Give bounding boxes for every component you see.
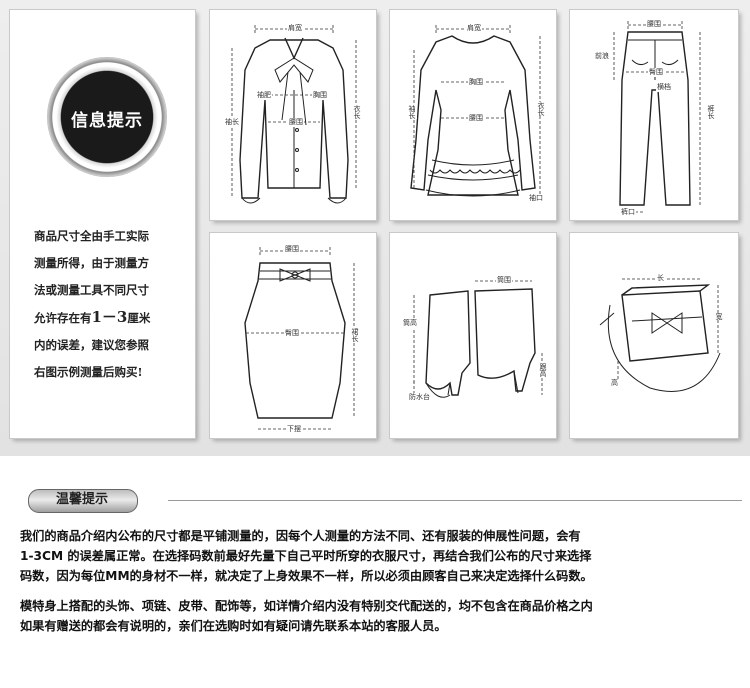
label-waist: 腰围 — [646, 20, 662, 29]
label-circumference: 筒围 — [496, 276, 512, 285]
notice-text: 我们的商品介绍内公布的尺寸都是平铺测量的，因每个人测量的方法不同、还有服装的伸展… — [20, 526, 742, 646]
label-shoulder: 肩宽 — [466, 24, 482, 33]
size-guide-section: 信息提示 商品尺寸全由手工实际 测量所得，由于测量方 法或测量工具不同尺寸 允许… — [0, 0, 750, 456]
label-waist: 腰围 — [288, 118, 304, 127]
notice-line: 码数，因为每位MM的身材不一样，就决定了上身效果不一样，所以必须由顾客自己来决定… — [20, 569, 593, 583]
label-length: 裙长 — [349, 328, 360, 342]
info-panel: 信息提示 商品尺寸全由手工实际 测量所得，由于测量方 法或测量工具不同尺寸 允许… — [10, 10, 195, 438]
boots-illustration — [413, 280, 543, 398]
tip-badge — [28, 489, 138, 513]
info-badge-title: 信息提示 — [71, 111, 143, 131]
label-hem: 下摆 — [286, 425, 302, 434]
notice-paragraph: 我们的商品介绍内公布的尺寸都是平铺测量的，因每个人测量的方法不同、还有服装的伸展… — [20, 526, 742, 586]
info-line: 法或测量工具不同尺寸 — [34, 283, 149, 297]
label-length: 裤长 — [705, 105, 716, 119]
notice-paragraph: 模特身上搭配的头饰、项链、皮带、配饰等，如详情介绍内没有特别交代配送的，均不包含… — [20, 596, 742, 636]
blouse-diagram: 肩宽 袖长 袖肥 胸围 腰围 衣长 — [210, 10, 376, 220]
label-waist: 腰围 — [468, 114, 484, 123]
info-line-post: 厘米 — [127, 311, 151, 325]
label-length: 衣长 — [351, 105, 362, 119]
info-line: 内的误差，建议您参照 — [34, 338, 149, 352]
label-sleeve: 袖长 — [406, 105, 417, 119]
label-chest: 胸围 — [468, 78, 484, 87]
label-length: 长 — [656, 274, 665, 283]
label-hip: 臀围 — [648, 68, 664, 77]
label-shaft: 筒高 — [402, 319, 418, 328]
label-chest: 胸围 — [312, 91, 328, 100]
info-line: 右图示例测量后购买! — [34, 365, 143, 379]
label-cuff: 袖口 — [528, 194, 544, 203]
label-platform: 防水台 — [408, 393, 431, 402]
info-line: 允许存在有1－3厘米 — [34, 304, 190, 332]
label-thigh: 横档 — [656, 83, 672, 92]
label-width: 宽 — [713, 313, 724, 320]
info-badge — [47, 57, 167, 177]
tip-title: 温馨提示 — [55, 492, 108, 507]
label-height: 高 — [610, 379, 619, 388]
notice-line: 我们的商品介绍内公布的尺寸都是平铺测量的，因每个人测量的方法不同、还有服装的伸展… — [20, 529, 581, 543]
label-hip: 臀围 — [284, 329, 300, 338]
info-line-pre: 允许存在有 — [34, 311, 92, 325]
notice-line: 模特身上搭配的头饰、项链、皮带、配饰等，如详情介绍内没有特别交代配送的，均不包含… — [20, 599, 593, 613]
tolerance-range: 1－3 — [91, 308, 128, 326]
info-line: 测量所得，由于测量方 — [34, 256, 149, 270]
label-shoulder: 肩宽 — [287, 24, 303, 33]
bag-diagram: 长 宽 高 — [570, 233, 738, 438]
info-line: 商品尺寸全由手工实际 — [34, 229, 149, 243]
notice-line: 1-3CM 的误差属正常。在选择码数前最好先量下自己平时所穿的衣服尺寸，再结合我… — [20, 549, 592, 563]
section-divider — [168, 500, 742, 501]
label-heel: 跟高 — [537, 363, 548, 377]
label-hem: 裤口 — [620, 208, 636, 217]
skirt-diagram: 腰围 臀围 裙长 下摆 — [210, 233, 376, 438]
pants-diagram: 腰围 前浪 臀围 横档 裤长 裤口 — [570, 10, 738, 220]
label-waist: 腰围 — [284, 245, 300, 254]
label-rise: 前浪 — [594, 52, 610, 61]
dress-diagram: 肩宽 胸围 腰围 袖长 衣长 袖口 — [390, 10, 556, 220]
label-length: 衣长 — [535, 102, 546, 116]
boots-diagram: 筒围 筒高 跟高 防水台 — [390, 233, 556, 438]
bag-illustration — [599, 278, 721, 392]
label-armhole: 袖肥 — [256, 91, 272, 100]
info-text: 商品尺寸全由手工实际 测量所得，由于测量方 法或测量工具不同尺寸 允许存在有1－… — [34, 223, 190, 386]
notice-line: 如果有赠送的都会有说明的，亲们在选购时如有疑问请先联系本站的客服人员。 — [20, 619, 447, 633]
label-sleeve: 袖长 — [224, 118, 240, 127]
